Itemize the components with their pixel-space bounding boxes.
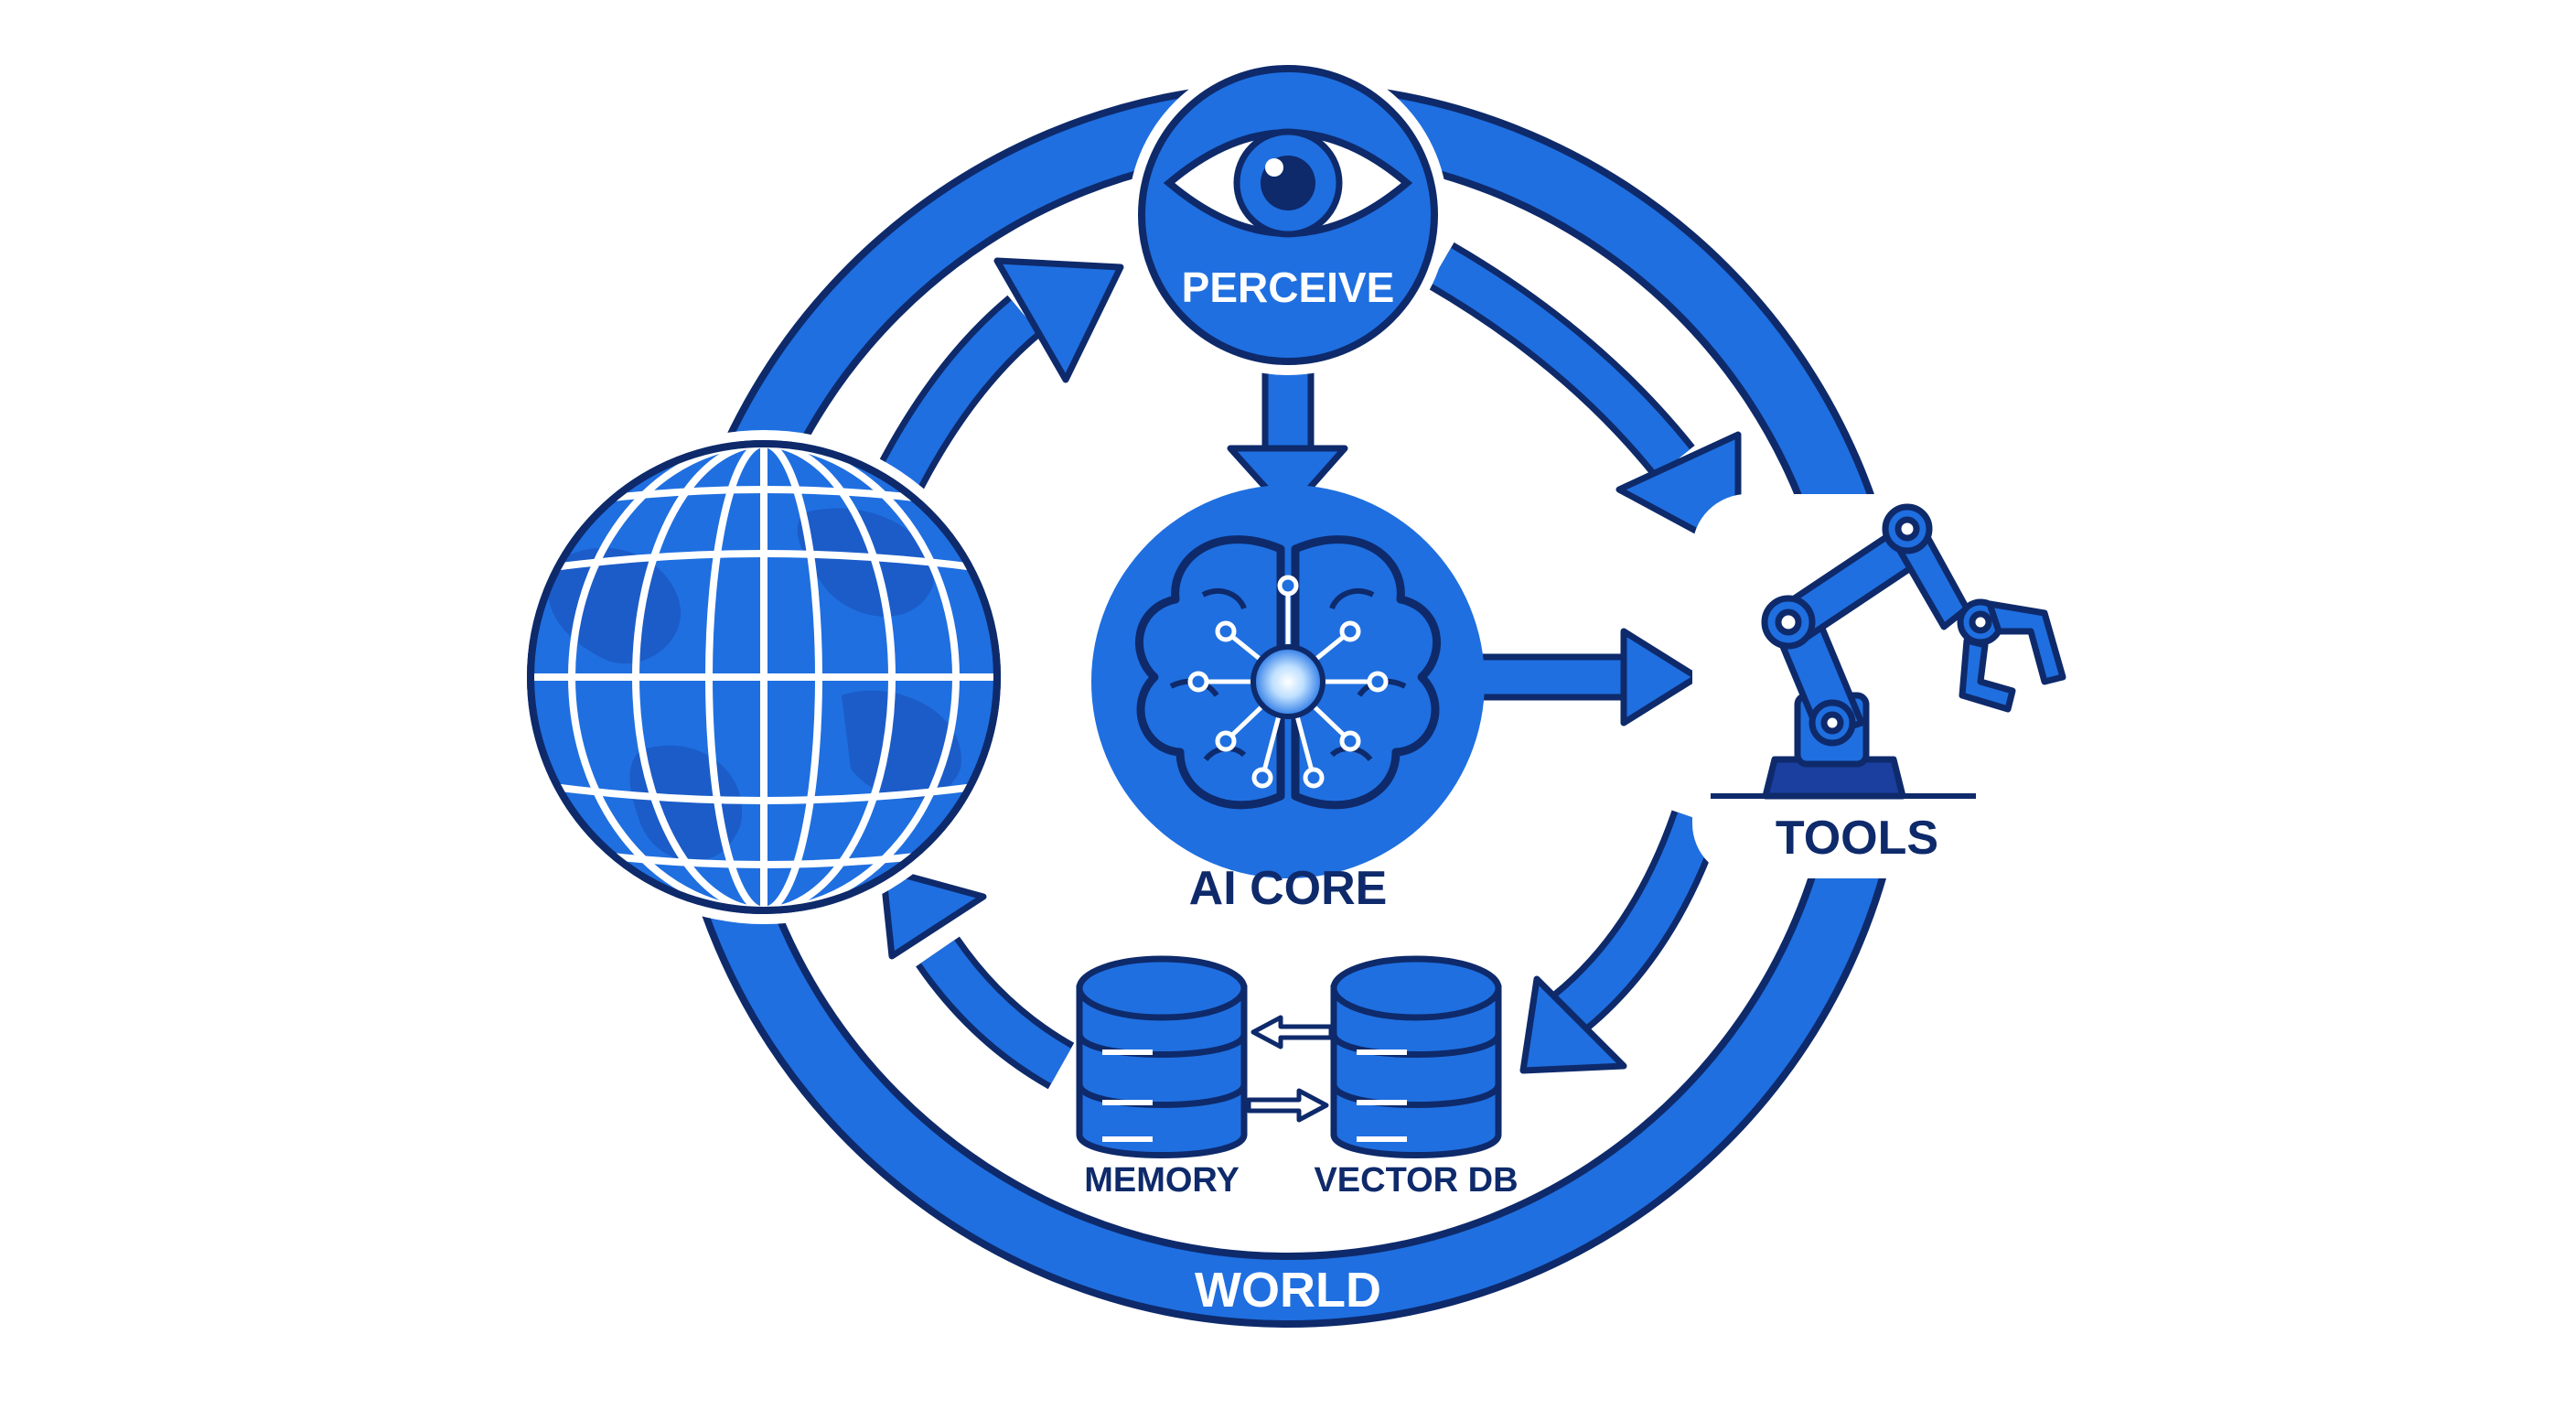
- arrow-tools-to-vectordb: [1519, 810, 1723, 1074]
- ai-core-node: AI CORE: [1091, 485, 1485, 915]
- ai-core-label: AI CORE: [1189, 862, 1388, 915]
- eye-icon: [1163, 128, 1413, 238]
- arrow-perceive-to-tools: [1427, 242, 1742, 557]
- arrow-memory-to-world: [879, 866, 1075, 1090]
- memory-label: MEMORY: [1084, 1161, 1240, 1200]
- globe-icon: [517, 430, 1011, 924]
- vector-db-database-icon: [1330, 955, 1502, 1158]
- sync-arrows: [1246, 1015, 1334, 1123]
- globe-gridlines: [531, 444, 997, 910]
- globe-continents: [547, 508, 961, 862]
- world-label: WORLD: [1195, 1263, 1381, 1318]
- perceive-node: PERCEIVE: [1128, 55, 1448, 375]
- vector-db-label: VECTOR DB: [1314, 1161, 1518, 1200]
- robot-arm-icon: [1761, 503, 2066, 800]
- core-light: [1250, 644, 1326, 719]
- tools-label: TOOLS: [1776, 812, 1938, 865]
- brain-circuit-icon: [1135, 535, 1441, 810]
- arrow-core-to-tools: [1474, 628, 1701, 727]
- memory-database-icon: [1076, 955, 1248, 1158]
- arrow-perceive-to-core: [1227, 362, 1348, 516]
- perceive-label: PERCEIVE: [1182, 264, 1395, 311]
- tools-node: TOOLS: [1692, 494, 2086, 878]
